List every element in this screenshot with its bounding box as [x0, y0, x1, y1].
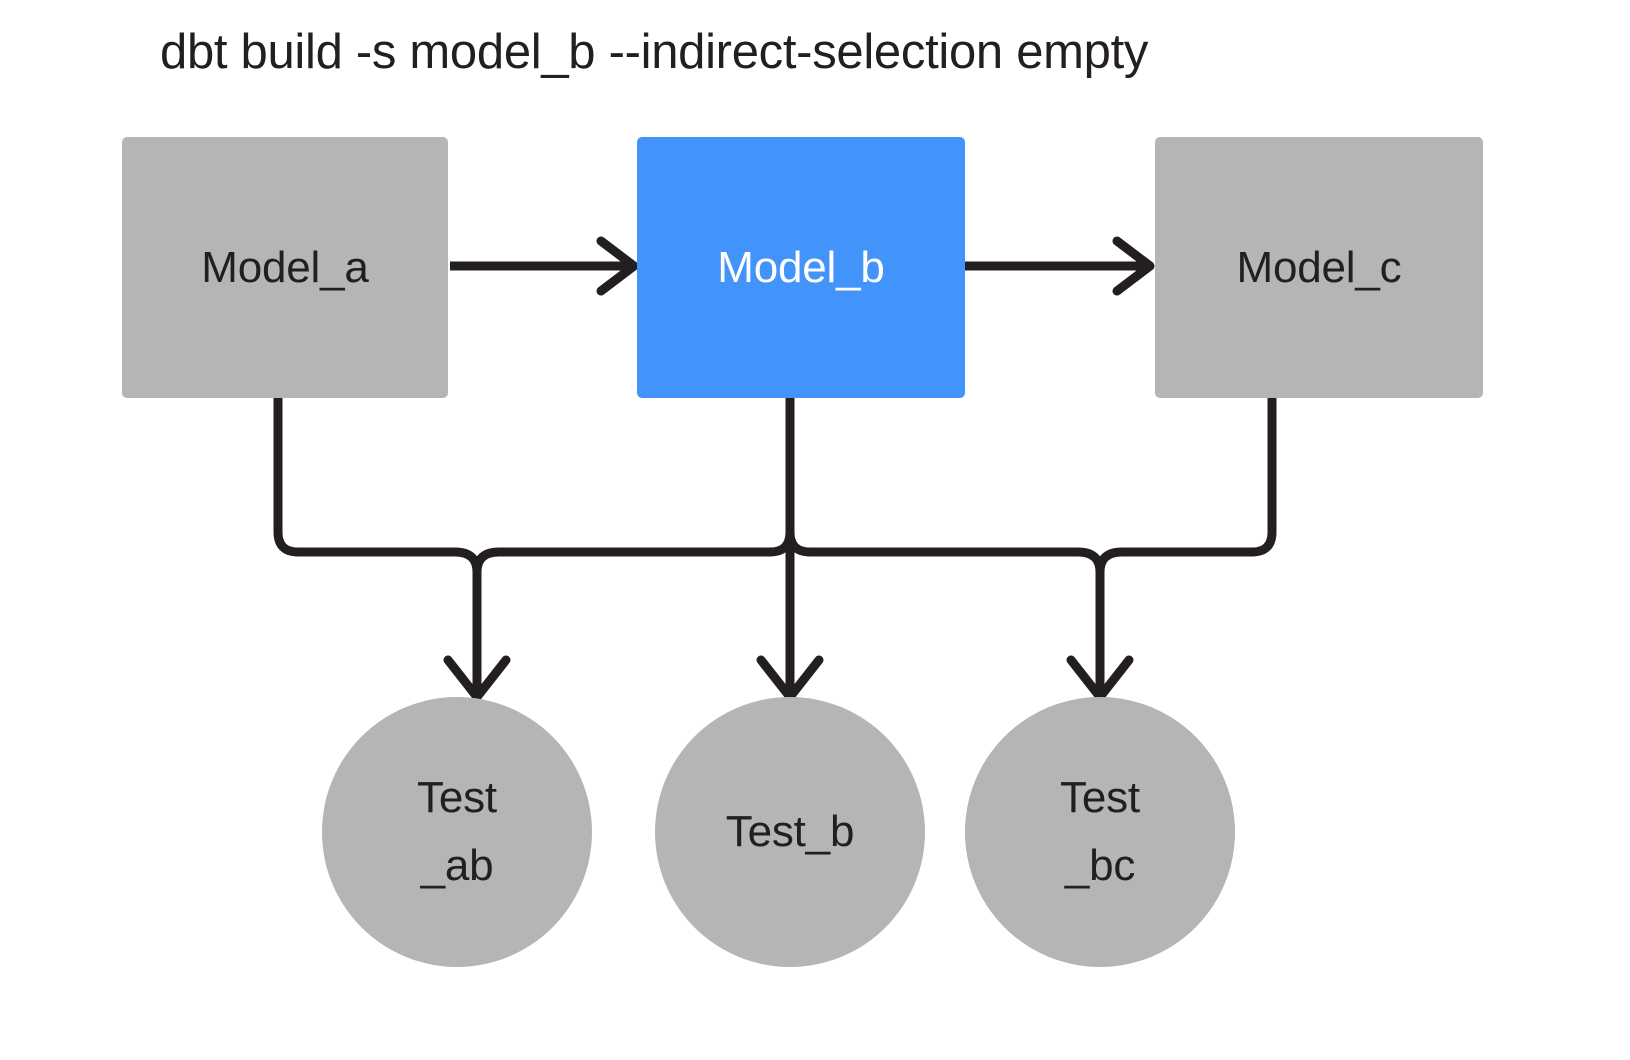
node-label-test-b-line1: Test_b	[725, 807, 855, 856]
node-label-test-ab-line1: Test	[417, 773, 497, 822]
node-label-model-a: Model_a	[201, 242, 369, 292]
node-model-a[interactable]: Model_a	[122, 137, 448, 398]
diagram-title: dbt build -s model_b --indirect-selectio…	[160, 25, 1149, 79]
node-label-test-bc-line2: _bc	[1064, 841, 1136, 890]
node-label-model-b: Model_b	[717, 242, 885, 292]
node-test-b[interactable]: Test_b	[655, 697, 925, 967]
edge-model-b-to-test-bc	[785, 398, 1105, 573]
edge-model-c-to-test-bc	[1066, 398, 1277, 702]
node-label-test-bc-line1: Test	[1060, 773, 1140, 822]
edge-model-b-to-test-ab	[472, 398, 795, 573]
node-label-model-c: Model_c	[1236, 242, 1402, 292]
node-label-test-ab-line2: _ab	[420, 841, 494, 890]
node-test-ab[interactable]: Test _ab	[322, 697, 592, 967]
edge-model-b-to-model-c	[965, 236, 1155, 296]
node-model-b[interactable]: Model_b	[637, 137, 965, 398]
edge-model-a-to-model-b	[450, 236, 639, 296]
node-model-c[interactable]: Model_c	[1155, 137, 1483, 398]
edge-model-a-to-test-ab	[273, 398, 511, 702]
node-test-bc[interactable]: Test _bc	[965, 697, 1235, 967]
